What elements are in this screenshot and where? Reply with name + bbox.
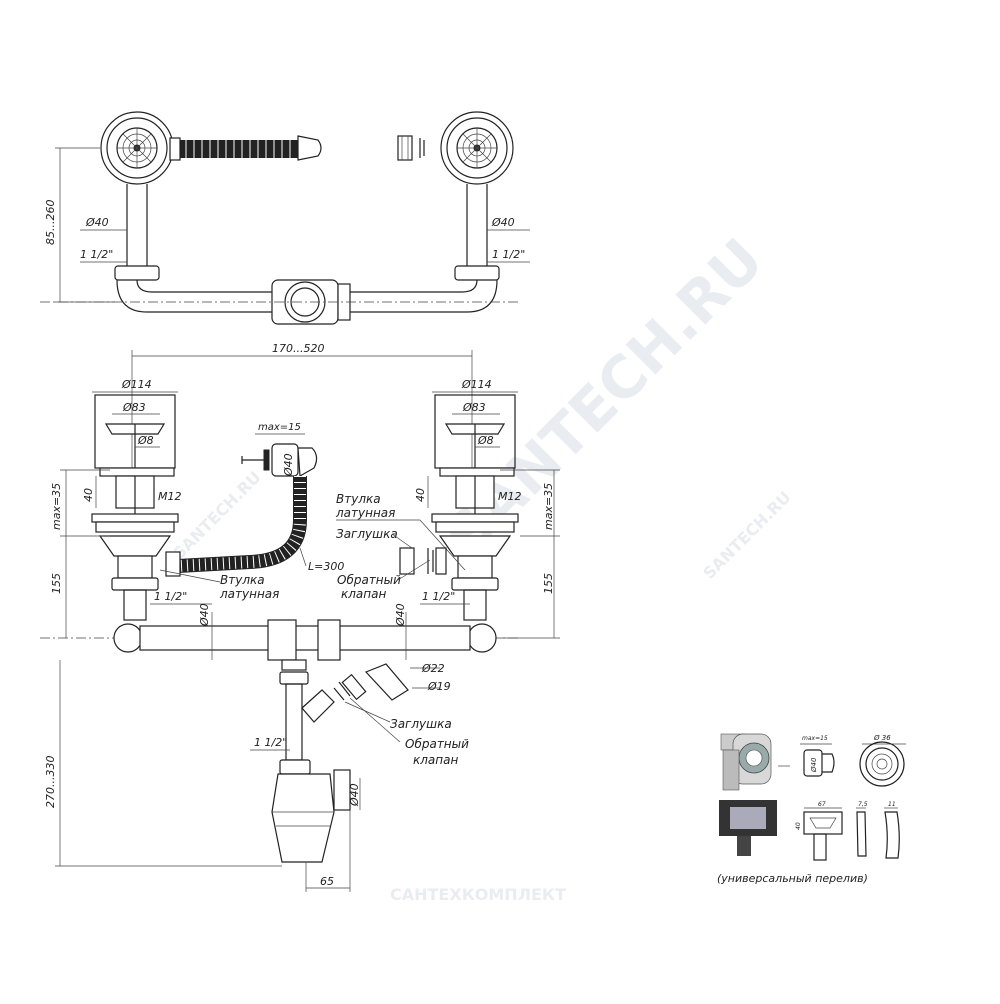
label-brass-bush-right-2: латунная <box>335 506 395 520</box>
dim-max15: max=15 <box>258 422 301 433</box>
top-overflow-hose <box>180 135 322 161</box>
dim-d83-right: Ø83 <box>462 401 486 414</box>
label-check-valve-top-1: Обратный <box>337 573 401 587</box>
top-plug-valve <box>397 135 425 161</box>
dim-max35-left: max=35 <box>50 483 63 530</box>
dim-d83-left: Ø83 <box>122 401 146 414</box>
label-check-valve-bottom-1: Обратный <box>405 737 469 751</box>
dim-h40-right: 40 <box>414 488 427 502</box>
top-strainer-right <box>440 111 514 185</box>
right-strainer-assembly: Ø114 Ø83 Ø8 M12 <box>431 378 522 621</box>
dim-d114-right: Ø114 <box>461 378 492 391</box>
dim-siphon-thread: 1 1/2" <box>254 736 287 749</box>
dim-top-d40-left: Ø40 <box>85 216 109 229</box>
right-callouts: Втулка латунная Заглушка Обратный клапан <box>335 492 466 601</box>
dim-max35-right: max=35 <box>542 483 555 530</box>
dim-d114-left: Ø114 <box>121 378 152 391</box>
inset-w11: 11 <box>888 801 896 808</box>
dim-top-height: 85...260 <box>44 200 57 245</box>
inset-w75: 7,5 <box>858 801 868 808</box>
top-dimensions: 85...260 Ø40 1 1/2" Ø40 1 1/2" <box>44 147 530 303</box>
dim-h40-left: 40 <box>82 488 95 502</box>
dim-d8-right: Ø8 <box>477 434 494 447</box>
inset-elbow-photo <box>720 733 772 791</box>
dim-h155-right: 155 <box>542 573 555 594</box>
left-strainer-assembly: Ø114 Ø83 Ø8 M12 <box>91 378 182 621</box>
dim-hose-length: L=300 <box>308 560 344 573</box>
label-plug-bottom: Заглушка <box>390 717 452 731</box>
inset-h40: 40 <box>795 822 802 830</box>
label-brass-bush-left-1: Втулка <box>220 573 265 587</box>
dim-bottom-thread-left: 1 1/2" <box>154 590 187 603</box>
dim-outlet-65: 65 <box>320 875 334 888</box>
dim-pipe-d40-right: Ø40 <box>394 603 407 627</box>
spacing-dimension: 170...520 <box>131 342 473 470</box>
dim-pipe-d40-left: Ø40 <box>198 603 211 627</box>
dim-top-d40-right: Ø40 <box>491 216 515 229</box>
watermark-small-left: SANTECH.RU <box>169 468 264 563</box>
label-plug-top: Заглушка <box>336 527 398 541</box>
dim-d8-left: Ø8 <box>137 434 154 447</box>
inset-w67: 67 <box>818 801 826 808</box>
label-brass-bush-left-2: латунная <box>219 587 279 601</box>
inset-max15: max=15 <box>802 735 828 742</box>
dim-m12-right: M12 <box>498 490 522 503</box>
top-pipework <box>40 184 520 325</box>
dim-siphon-height: 270...330 <box>44 756 57 808</box>
watermark-brand: САНТЕХКОМПЛЕКТ <box>390 885 566 904</box>
dim-overflow-d40: Ø40 <box>282 453 295 477</box>
dim-d22: Ø22 <box>421 662 445 675</box>
label-brass-bush-right-1: Втулка <box>336 492 381 506</box>
inset-d36: Ø 36 <box>873 734 891 742</box>
dim-outlet-d40: Ø40 <box>348 783 361 807</box>
inset-box-photo <box>719 800 777 856</box>
dim-top-thread-left: 1 1/2" <box>80 248 113 261</box>
label-check-valve-top-2: клапан <box>341 587 386 601</box>
inset-caption: (универсальный перелив) <box>717 872 868 885</box>
dim-top-thread-right: 1 1/2" <box>492 248 525 261</box>
inset-universal-overflow: max=15 Ø40 Ø 36 67 40 7,5 11 (универсаль… <box>717 733 906 885</box>
dim-h155-left: 155 <box>50 573 63 594</box>
main-pipe: 1 1/2" Ø40 1 1/2" Ø40 <box>40 590 520 661</box>
front-side-dimensions: max=35 40 155 max=35 40 155 <box>50 469 560 639</box>
label-check-valve-bottom-2: клапан <box>413 753 458 767</box>
top-strainer-left <box>100 111 181 185</box>
top-view: 85...260 Ø40 1 1/2" Ø40 1 1/2" <box>40 111 530 325</box>
overflow-assembly: max=15 Ø40 L=300 <box>165 422 344 577</box>
siphon: Ø22 Ø19 Заглушка Обратный клапан 1 1/2" … <box>44 659 469 892</box>
watermark-small-right: SANTECH.RU <box>699 488 794 583</box>
dim-spacing: 170...520 <box>272 342 324 355</box>
dim-d19: Ø19 <box>427 680 451 693</box>
inset-d40: Ø40 <box>810 757 818 773</box>
dim-bottom-thread-right: 1 1/2" <box>422 590 455 603</box>
front-view: 170...520 Ø114 Ø83 Ø8 M12 <box>40 342 560 892</box>
dim-m12-left: M12 <box>158 490 182 503</box>
